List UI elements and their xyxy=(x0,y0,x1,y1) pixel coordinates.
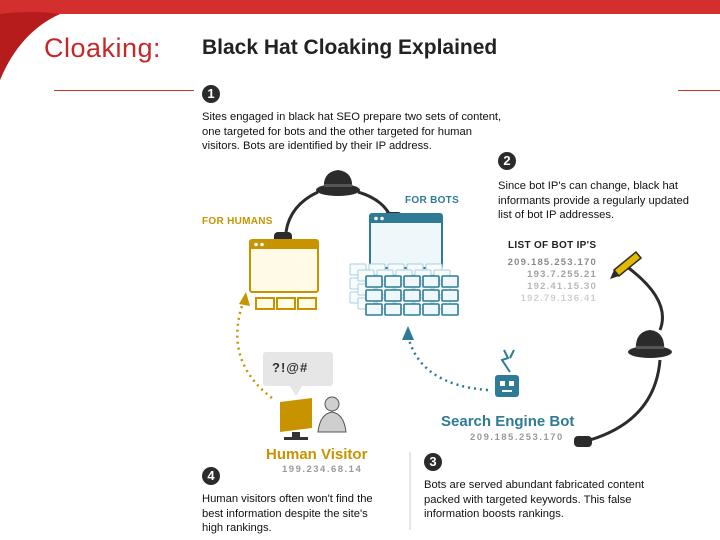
content-block xyxy=(384,275,402,288)
content-block xyxy=(422,303,440,316)
bot-ip-item: 209.185.253.170 xyxy=(507,257,597,268)
person-icon xyxy=(317,396,347,433)
black-hat-icon xyxy=(628,330,672,358)
human-visitor-ip: 199.234.68.14 xyxy=(282,464,363,475)
content-block xyxy=(441,275,459,288)
step-number: 3 xyxy=(424,453,442,471)
title-rule-right xyxy=(678,90,720,91)
robot-icon xyxy=(495,349,519,397)
arrow-list-to-hat xyxy=(625,264,664,331)
content-block xyxy=(422,289,440,302)
content-block xyxy=(403,289,421,302)
black-hat-icon xyxy=(316,170,360,196)
graphic-title: Black Hat Cloaking Explained xyxy=(202,36,498,59)
content-block xyxy=(403,275,421,288)
content-block xyxy=(403,303,421,316)
content-block xyxy=(365,275,383,288)
symbols-text: ?!@# xyxy=(272,360,309,375)
arrow-bot-to-bots xyxy=(406,335,489,392)
content-block xyxy=(422,275,440,288)
human-visitor-name: Human Visitor xyxy=(266,446,368,463)
step-3-text: Bots are served abundant fabricated cont… xyxy=(424,479,645,521)
step-number: 4 xyxy=(202,467,220,485)
bot-ip-item: 192.41.15.30 xyxy=(527,281,597,292)
arrow-visitor-to-humans xyxy=(236,299,273,399)
title-rule-left xyxy=(54,90,194,91)
content-block xyxy=(365,303,383,316)
content-block xyxy=(365,289,383,302)
pencil-icon xyxy=(610,250,643,279)
arrow-hat-to-humans xyxy=(284,190,319,233)
bot-ip-item: 192.79.136.41 xyxy=(520,293,597,304)
step-1-text: Sites engaged in black hat SEO prepare t… xyxy=(202,111,502,153)
search-engine-bot-ip: 209.185.253.170 xyxy=(470,432,564,443)
content-block xyxy=(441,303,459,316)
speech-bubble-icon xyxy=(263,352,333,396)
arrow-hat-to-bot xyxy=(589,359,662,442)
slide-title: Cloaking: xyxy=(44,33,162,63)
step-number: 1 xyxy=(202,85,220,103)
step-number: 2 xyxy=(498,152,516,170)
for-humans-label: FOR HUMANS xyxy=(202,216,273,227)
step-2-text: Since bot IP's can change, black hat inf… xyxy=(498,180,689,222)
for-bots-label: FOR BOTS xyxy=(405,195,460,206)
header-swoosh xyxy=(0,12,60,80)
search-engine-bot-name: Search Engine Bot xyxy=(441,413,575,430)
content-grid xyxy=(349,263,459,316)
browser-window-icon xyxy=(249,239,319,310)
content-block xyxy=(441,289,459,302)
hand-icon xyxy=(574,436,592,447)
step-4-text: Human visitors often won't find the best… xyxy=(202,493,373,535)
browser-window-icon xyxy=(369,213,443,269)
bot-ip-list-title: LIST OF BOT IP'S xyxy=(508,240,597,251)
content-block xyxy=(384,303,402,316)
header-band xyxy=(0,0,720,80)
bot-ip-item: 193.7.255.21 xyxy=(527,269,597,280)
monitor-icon xyxy=(280,398,312,440)
content-block xyxy=(384,289,402,302)
